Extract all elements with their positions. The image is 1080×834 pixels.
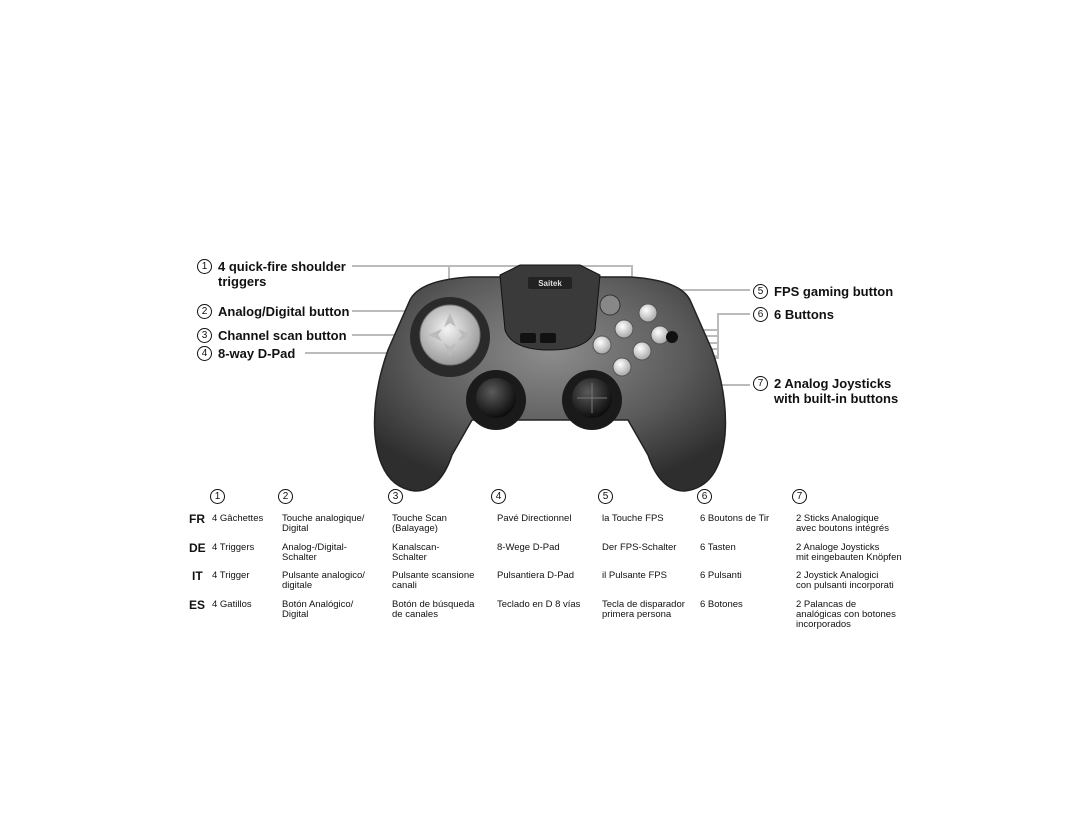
column-number-7: 7 [792,489,807,504]
language-code-es: ES [189,598,206,612]
callout-number: 5 [753,284,768,299]
table-cell: 2 Sticks Analogique avec boutons intégré… [796,513,889,534]
table-cell: Pavé Directionnel [497,513,572,524]
column-number-4: 4 [491,489,506,504]
table-cell: la Touche FPS [602,513,664,524]
language-code-de: DE [189,541,206,555]
table-cell: Pulsante analogico/ digitale [282,570,365,591]
table-cell: Pulsante scansione canali [392,570,475,591]
face-buttons [592,294,678,377]
table-cell: Pulsantiera D-Pad [497,570,575,581]
table-cell: Touche Scan (Balayage) [392,513,447,534]
table-cell: Botón Analógico/ Digital [282,599,354,620]
table-cell: Touche analogique/ Digital [282,513,365,534]
table-cell: il Pulsante FPS [602,570,667,581]
table-cell: 6 Tasten [700,542,736,553]
brand-logo: Saitek [538,279,562,288]
table-cell: Teclado en D 8 vías [497,599,581,610]
callout-label-channel-scan: Channel scan button [218,328,347,343]
callout-number: 7 [753,376,768,391]
callout-label-analog-digital: Analog/Digital button [218,304,350,319]
callout-number: 4 [197,346,212,361]
table-cell: 2 Palancas de analógicas con botones inc… [796,599,896,630]
callout-label-dpad: 8-way D-Pad [218,346,296,361]
dpad [410,297,490,377]
table-cell: Analog-/Digital- Schalter [282,542,347,563]
table-cell: 2 Joystick Analogici con pulsanti incorp… [796,570,894,591]
controller-body: Saitek [373,264,727,492]
callout-label-shoulder-triggers: 4 quick-fire shoulder triggers [218,259,346,289]
callout-3: 3 Channel scan button [197,328,347,343]
table-cell: Tecla de disparador primera persona [602,599,685,620]
table-cell: 4 Triggers [212,542,255,553]
gamepad-illustration: Saitek [373,264,727,492]
table-cell: 4 Trigger [212,570,250,581]
language-code-fr: FR [189,512,205,526]
table-cell: 8-Wege D-Pad [497,542,560,553]
table-cell: 6 Pulsanti [700,570,742,581]
column-number-6: 6 [697,489,712,504]
callout-label-fps: FPS gaming button [774,284,894,299]
table-cell: Botón de búsqueda de canales [392,599,475,620]
column-number-1: 1 [210,489,225,504]
table-cell: 4 Gâchettes [212,513,264,524]
callout-6: 6 6 Buttons [753,307,834,322]
callout-number: 1 [197,259,212,274]
table-cell: Kanalscan- Schalter [392,542,440,563]
callout-label-joysticks: 2 Analog Joysticks with built-in buttons [774,376,899,406]
table-cell: Der FPS-Schalter [602,542,677,553]
callout-label-buttons: 6 Buttons [774,307,834,322]
callout-2: 2 Analog/Digital button [197,304,349,319]
callout-5: 5 FPS gaming button [753,284,893,299]
column-number-5: 5 [598,489,613,504]
table-cell: 6 Botones [700,599,743,610]
callout-number: 6 [753,307,768,322]
language-code-it: IT [192,569,203,583]
callout-7: 7 2 Analog Joysticks with built-in butto… [753,376,898,406]
table-cell: 6 Boutons de Tir [700,513,770,524]
center-buttons [520,333,556,343]
callout-number: 3 [197,328,212,343]
column-number-3: 3 [388,489,403,504]
callout-number: 2 [197,304,212,319]
analog-sticks [466,370,622,430]
column-number-2: 2 [278,489,293,504]
table-cell: 2 Analoge Joysticks mit eingebauten Knöp… [796,542,902,563]
table-cell: 4 Gatillos [212,599,252,610]
callout-1: 1 4 quick-fire shoulder triggers [197,259,346,289]
callout-4: 4 8-way D-Pad [197,346,295,361]
